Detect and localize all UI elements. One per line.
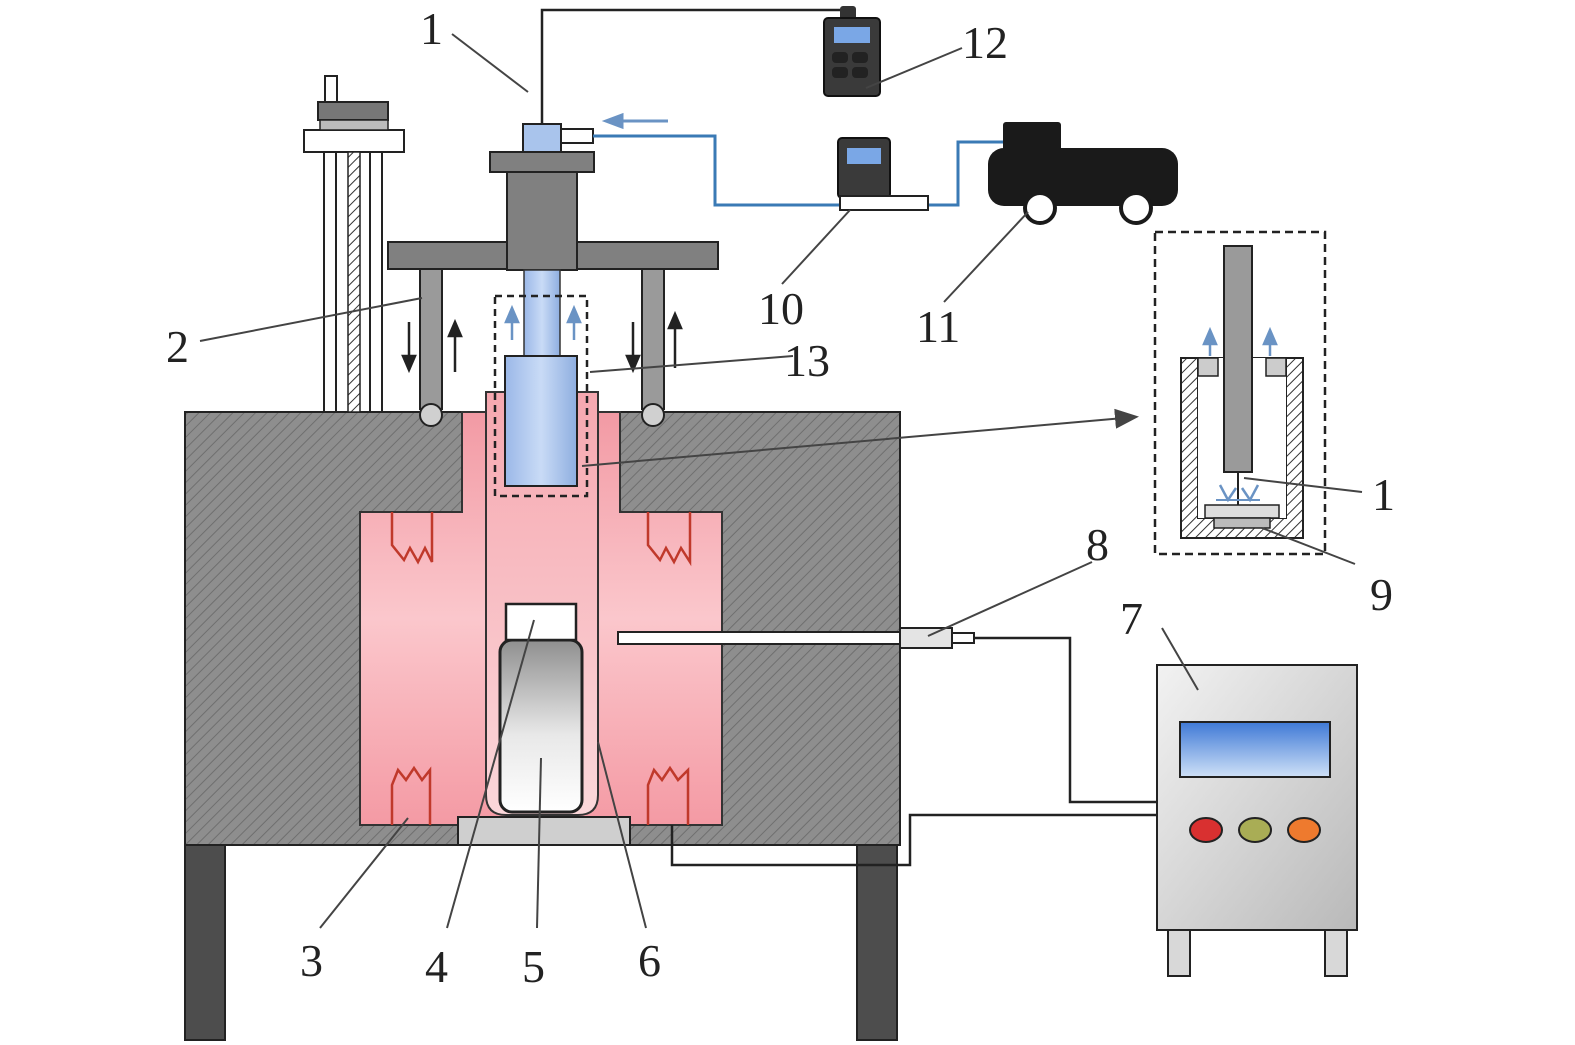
- thermocouple-wire: [974, 636, 1157, 804]
- control-button-orange: [1287, 817, 1321, 843]
- label-1-inset: 1: [1372, 469, 1395, 520]
- label-4: 4: [425, 941, 448, 992]
- heater-coils: [390, 512, 692, 825]
- thermocouple: [617, 627, 975, 649]
- crucible-lid: [504, 602, 578, 642]
- gas-flow-arrow: [601, 112, 668, 130]
- flow-meter-icon: [837, 137, 929, 211]
- label-5: 5: [522, 941, 545, 992]
- label-8: 8: [1086, 519, 1109, 570]
- guide-post-left: [419, 268, 443, 410]
- push-rod: [523, 269, 561, 361]
- label-6: 6: [638, 935, 661, 986]
- guide-roller-left: [419, 403, 443, 427]
- label-3: 3: [300, 935, 323, 986]
- pressure-gauge-icon: [823, 6, 881, 97]
- top-flange: [489, 151, 595, 173]
- sealed-sampler: [504, 355, 578, 487]
- label-10: 10: [758, 283, 804, 334]
- control-button-red: [1189, 817, 1223, 843]
- gas-inlet-nozzle: [560, 128, 594, 144]
- heater-coil-top-right: [646, 512, 692, 567]
- label-7: 7: [1120, 593, 1143, 644]
- zoom-arrow: [581, 408, 1139, 467]
- motion-arrows: [401, 310, 683, 374]
- furnace-leg-left: [184, 844, 226, 1041]
- gas-pump-cart-icon: [988, 122, 1178, 225]
- lift-screw-assembly: [303, 75, 405, 413]
- control-button-olive: [1238, 817, 1272, 843]
- flow-arrows-tube: [504, 304, 582, 340]
- furnace-leg-right: [856, 844, 898, 1041]
- gas-line-pump: [928, 140, 1003, 207]
- label-11: 11: [916, 301, 960, 352]
- label-12: 12: [962, 17, 1008, 68]
- heater-coil-bottom-right: [646, 765, 690, 825]
- label-1-top: 1: [420, 3, 443, 54]
- guide-roller-right: [641, 403, 665, 427]
- crucible-base-plate: [457, 816, 631, 846]
- sampler-detail-inset: [1153, 230, 1327, 556]
- signal-line-gauge: [540, 8, 847, 124]
- label-2: 2: [166, 321, 189, 372]
- label-9: 9: [1370, 569, 1393, 620]
- detail-region-13: [493, 294, 589, 498]
- control-cabinet-icon: [1156, 664, 1358, 977]
- leader-lines: [199, 33, 1363, 929]
- heater-coil-top-left: [390, 512, 434, 565]
- heater-coil-bottom-left: [390, 765, 432, 825]
- guide-post-right: [641, 268, 665, 410]
- label-13: 13: [784, 335, 830, 386]
- gas-inlet-fitting: [522, 123, 562, 153]
- heater-wire: [670, 813, 1157, 867]
- central-column: [506, 171, 578, 271]
- gas-line: [593, 134, 842, 207]
